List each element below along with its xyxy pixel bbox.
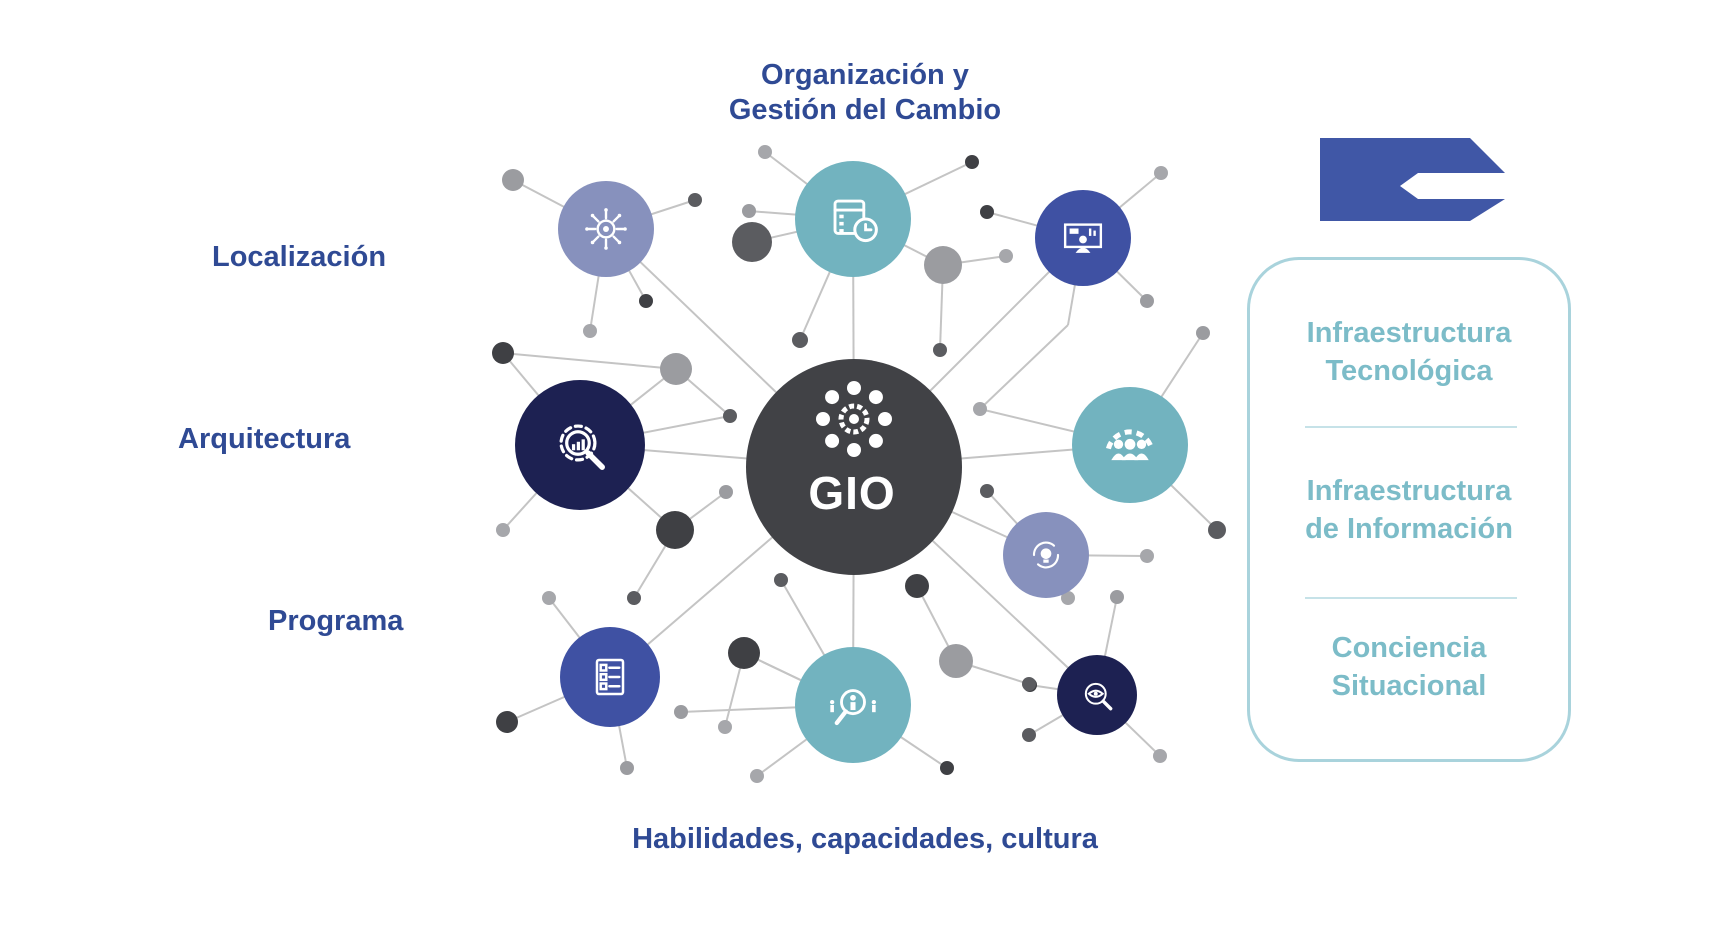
- satellite-dot: [688, 193, 702, 207]
- satellite-dot: [1061, 591, 1075, 605]
- calendar-clock-icon: [795, 161, 911, 277]
- satellite-dot: [627, 591, 641, 605]
- satellite-dot: [496, 523, 510, 537]
- satellite-dot: [502, 169, 524, 191]
- satellite-dot: [719, 485, 733, 499]
- panel-item-line: de Información: [1305, 512, 1513, 545]
- label-organizacion: Organización y Gestión del Cambio: [700, 58, 1030, 128]
- label-programa: Programa: [268, 605, 404, 637]
- satellite-dot: [732, 222, 772, 262]
- magnifier-chart-icon: [515, 380, 645, 510]
- person-search-icon: [795, 647, 911, 763]
- connector-line: [502, 352, 677, 370]
- satellite-dot: [933, 343, 947, 357]
- label-organizacion-line-1: Organización y: [761, 59, 969, 91]
- satellite-dot: [999, 249, 1013, 263]
- satellite-dot: [980, 484, 994, 498]
- center-circle: [746, 359, 962, 575]
- satellite-dot: [750, 769, 764, 783]
- satellite-dot: [492, 342, 514, 364]
- satellite-dot: [1022, 677, 1036, 691]
- satellite-dot: [924, 246, 962, 284]
- satellite-dot: [496, 711, 518, 733]
- panel-item-conciencia-situacional: Conciencia Situacional: [1250, 630, 1568, 705]
- satellite-dot: [939, 644, 973, 678]
- panel-item-line: Infraestructura: [1306, 475, 1512, 507]
- presentation-board-icon: [1035, 190, 1131, 286]
- satellite-dot: [965, 155, 979, 169]
- network-gear-icon: [746, 359, 962, 575]
- gio-center-node: [746, 359, 962, 575]
- gear-network-icon: [558, 181, 654, 277]
- panel-item-line: Infraestructura: [1306, 317, 1512, 349]
- gio-label: GIO: [808, 467, 896, 519]
- satellite-dot: [758, 145, 772, 159]
- satellite-dot: [728, 637, 760, 669]
- panel-item-infra-tecnologica: Infraestructura Tecnológica: [1250, 315, 1568, 390]
- satellite-dot: [1140, 549, 1154, 563]
- label-organizacion-line-2: Gestión del Cambio: [728, 93, 1002, 126]
- satellite-dot: [620, 761, 634, 775]
- panel-divider: [1305, 597, 1517, 599]
- satellite-dot: [656, 511, 694, 549]
- satellite-dot: [1208, 521, 1226, 539]
- team-gear-icon: [1072, 387, 1188, 503]
- satellite-dot: [674, 705, 688, 719]
- satellite-dot: [1196, 326, 1210, 340]
- satellite-dot: [723, 409, 737, 423]
- satellite-dot: [1153, 749, 1167, 763]
- satellite-dot: [973, 402, 987, 416]
- eye-search-icon: [1057, 655, 1137, 735]
- satellite-dot: [1154, 166, 1168, 180]
- satellite-dot: [1140, 294, 1154, 308]
- topic-node-circle: [795, 161, 911, 277]
- topic-nodes: [515, 161, 1188, 763]
- infrastructure-panel: Infraestructura Tecnológica Infraestruct…: [1247, 257, 1571, 762]
- satellite-dot: [660, 353, 692, 385]
- lightbulb-cycle-icon: [1003, 512, 1089, 598]
- satellite-dot: [639, 294, 653, 308]
- checklist-icon: [560, 627, 660, 727]
- satellite-dot: [980, 205, 994, 219]
- panel-divider: [1305, 426, 1517, 428]
- connector-line: [979, 324, 1069, 410]
- satellite-dot: [774, 573, 788, 587]
- panel-item-line: Tecnológica: [1325, 354, 1493, 387]
- panel-item-line: Situacional: [1331, 669, 1487, 702]
- satellite-dot: [792, 332, 808, 348]
- satellite-dot: [583, 324, 597, 338]
- label-localizacion: Localización: [212, 241, 387, 273]
- satellite-dot: [905, 574, 929, 598]
- satellite-dot: [742, 204, 756, 218]
- satellite-dot: [1022, 728, 1036, 742]
- satellite-dot: [940, 761, 954, 775]
- satellite-dot: [1110, 590, 1124, 604]
- satellite-dots: [492, 145, 1226, 783]
- panel-item-line: Conciencia: [1331, 632, 1487, 664]
- logo-icon: [1320, 138, 1505, 221]
- label-habilidades: Habilidades, capacidades, cultura: [632, 823, 1098, 855]
- satellite-dot: [542, 591, 556, 605]
- label-arquitectura: Arquitectura: [178, 423, 351, 455]
- satellite-dot: [718, 720, 732, 734]
- panel-item-infra-informacion: Infraestructura de Información: [1250, 473, 1568, 548]
